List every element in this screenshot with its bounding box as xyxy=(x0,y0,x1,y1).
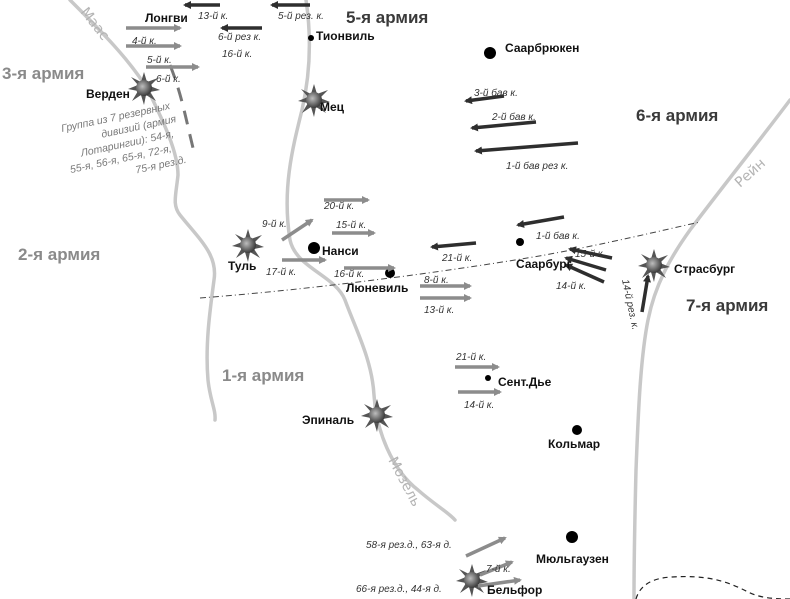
german-advance-arrow xyxy=(430,241,477,251)
town-dot-icon xyxy=(484,47,496,59)
city-label-saarbryuken: Саарбрюкен xyxy=(505,41,579,55)
german-advance-arrow xyxy=(564,263,605,284)
city-label-kolmar: Кольмар xyxy=(548,437,600,451)
unit-label: 66-я рез.д., 44-я д. xyxy=(356,584,442,595)
unit-label: 15-й к. xyxy=(336,220,366,231)
unit-label: 20-й к. xyxy=(323,201,354,212)
fortress-star-icon xyxy=(232,229,264,262)
fortress-star-icon xyxy=(361,399,393,432)
city-label-mets: Мец xyxy=(320,100,345,114)
french-advance-arrow xyxy=(465,536,507,558)
army-3-label: 3-я армия xyxy=(2,64,84,83)
city-label-saarburg: Саарбург xyxy=(516,257,572,271)
unit-label: 8-й к. xyxy=(424,275,449,286)
town-dot-icon xyxy=(572,425,582,435)
fortress-star-icon xyxy=(456,564,488,597)
unit-label: 14-й к. xyxy=(556,281,586,292)
city-label-tionvil: Тионвиль xyxy=(316,29,375,43)
unit-label: 16-й к. xyxy=(222,49,252,60)
border-line xyxy=(635,575,790,599)
unit-label: 5-й к. xyxy=(147,55,172,66)
front-line xyxy=(199,221,701,299)
army-6-label: 6-я армия xyxy=(636,106,718,125)
unit-label: 7-й к. xyxy=(486,564,511,575)
city-label-belfor: Бельфор xyxy=(487,583,542,597)
city-label-lyunevil: Люневиль xyxy=(346,281,408,295)
unit-label: 13-й к. xyxy=(198,11,228,22)
city-label-longvi: Лонгви xyxy=(145,11,188,25)
unit-label: 17-й к. xyxy=(266,267,296,278)
army-7-label: 7-я армия xyxy=(686,296,768,315)
unit-label: 1-й бав рез к. xyxy=(506,160,568,172)
city-label-tul: Туль xyxy=(228,259,256,273)
rein-river xyxy=(632,98,790,599)
town-dot-icon xyxy=(485,375,491,381)
unit-label: 21-й к. xyxy=(455,352,486,363)
unit-label: 13-й к. xyxy=(424,305,454,316)
german-advance-arrow xyxy=(474,141,579,155)
unit-label: 9-й к. xyxy=(262,219,287,230)
french-advance-arrow xyxy=(477,576,522,588)
unit-label: 58-я рез.д., 63-я д. xyxy=(366,540,452,551)
mozel-river xyxy=(285,0,457,522)
town-dot-icon xyxy=(308,35,314,41)
german-advance-arrow xyxy=(568,246,613,260)
city-label-verden: Верден xyxy=(86,87,130,101)
town-dot-icon xyxy=(516,238,524,246)
reserve-group-note: Группа из 7 резервных дивизий (армия Лот… xyxy=(60,100,187,176)
city-label-epinal: Эпиналь xyxy=(302,413,354,427)
maas-river xyxy=(68,0,217,422)
fortification-line xyxy=(168,64,196,153)
unit-label: 14-й рез. к. xyxy=(619,278,640,331)
unit-label: 2-й бав к. xyxy=(491,111,536,123)
french-advance-arrow xyxy=(281,218,314,242)
city-label-nansi: Нанси xyxy=(322,244,359,258)
unit-label: 15-й к. xyxy=(575,249,605,260)
unit-label: 5-й рез. к. xyxy=(278,11,324,22)
city-label-strasburg: Страсбург xyxy=(674,262,735,276)
unit-label: 3-й бав к. xyxy=(474,87,518,99)
fortress-star-icon xyxy=(298,84,330,117)
rein-river-label: Рейн xyxy=(732,155,769,191)
fortress-star-icon xyxy=(128,72,160,105)
unit-label: 6-й к. xyxy=(156,74,181,85)
german-advance-arrow xyxy=(464,94,505,105)
german-advance-arrow xyxy=(640,274,651,313)
unit-label: 14-й к. xyxy=(464,400,494,411)
town-dot-icon xyxy=(308,242,320,254)
town-dot-icon xyxy=(566,531,578,543)
maas-river-label: Маас xyxy=(77,5,112,44)
unit-label: 1-й бав к. xyxy=(536,230,580,242)
mozel-river-label: Мозель xyxy=(384,454,423,509)
army-2-label: 2-я армия xyxy=(18,245,100,264)
city-label-myulgauzen: Мюльгаузен xyxy=(536,552,609,566)
city-label-sent-die: Сент.Дье xyxy=(498,375,552,389)
fortress-star-icon xyxy=(638,249,670,282)
army-5-label: 5-я армия xyxy=(346,8,428,27)
german-advance-arrow xyxy=(470,120,537,132)
german-advance-arrow xyxy=(516,215,565,228)
french-advance-arrow xyxy=(479,560,514,577)
unit-label: 4-й к. xyxy=(132,36,157,47)
unit-label: 6-й рез к. xyxy=(218,32,261,43)
unit-label: 16-й к. xyxy=(334,269,364,280)
unit-label: 21-й к. xyxy=(441,253,472,264)
army-1-label: 1-я армия xyxy=(222,366,304,385)
german-advance-arrow xyxy=(564,255,607,272)
